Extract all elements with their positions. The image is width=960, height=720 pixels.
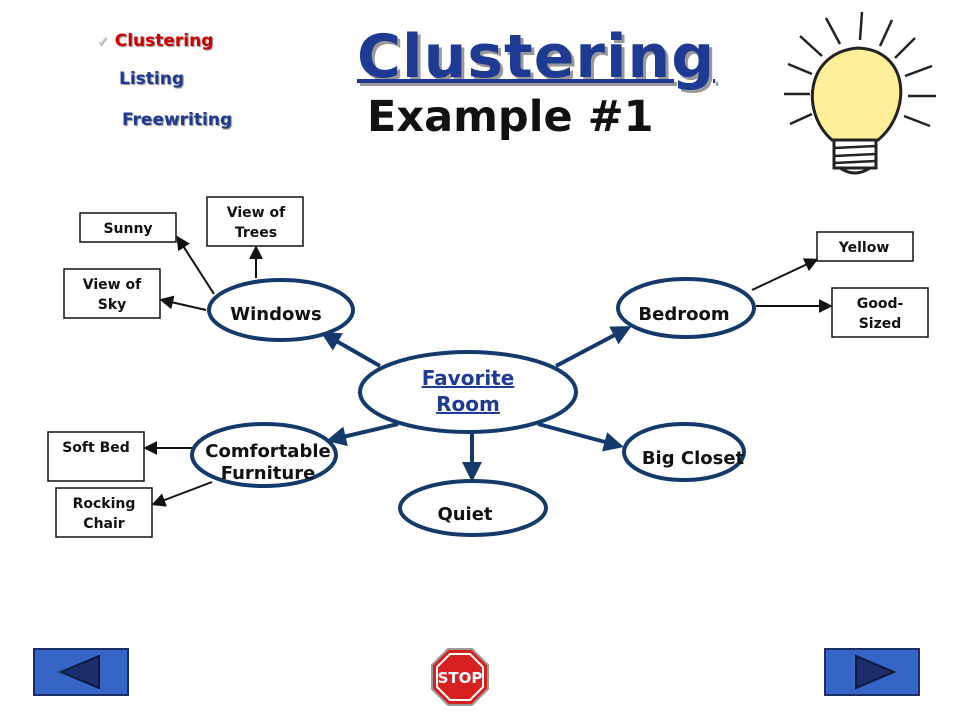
sunny-label: Sunny — [103, 221, 152, 237]
back-button[interactable] — [33, 648, 129, 696]
back-arrow-icon — [58, 654, 100, 690]
bedroom-ellipse — [616, 277, 756, 339]
furniture-label-line2: Furniture — [221, 463, 316, 484]
windows-label: Windows — [230, 304, 321, 325]
closet-ellipse — [622, 422, 746, 482]
connector-furniture — [326, 422, 399, 447]
connector-yellow — [751, 258, 819, 291]
nav-item-clustering[interactable]: ✓ Clustering — [97, 31, 213, 51]
stop-button[interactable]: STOP — [431, 648, 489, 710]
rocking-chair-line1: Rocking — [73, 496, 136, 512]
furniture-label-line1: Comfortable — [205, 441, 330, 462]
view-trees-line1: View of — [227, 205, 286, 221]
stop-label: STOP — [438, 669, 483, 687]
center-label-line2: Room — [436, 392, 500, 416]
forward-arrow-icon — [855, 654, 897, 690]
center-ellipse — [358, 350, 578, 434]
rocking-chair-line2: Chair — [83, 516, 124, 532]
soft-bed-label: Soft Bed — [62, 440, 130, 456]
nav-item-listing[interactable]: Listing — [119, 69, 185, 89]
view-sky-line1: View of — [83, 277, 142, 293]
view-trees-box — [206, 196, 304, 247]
yellow-box — [816, 231, 914, 262]
bedroom-label: Bedroom — [638, 304, 729, 325]
view-sky-box — [63, 268, 161, 319]
forward-button[interactable] — [824, 648, 920, 696]
yellow-label: Yellow — [838, 240, 890, 256]
connector-bedroom — [555, 326, 632, 368]
stop-sign-icon: STOP — [431, 648, 489, 706]
view-sky-line2: Sky — [98, 297, 127, 313]
closet-label: Big Closet — [642, 448, 745, 469]
connector-rocking-chair — [151, 481, 213, 507]
nav-item-freewriting[interactable]: Freewriting — [122, 110, 233, 130]
connector-windows — [320, 332, 381, 368]
sunny-box — [79, 212, 177, 243]
good-sized-line1: Good- — [857, 296, 904, 312]
connector-sunny — [176, 235, 215, 295]
checkmark-icon: ✓ — [97, 34, 109, 50]
connector-closet — [537, 422, 624, 452]
furniture-ellipse — [190, 422, 338, 488]
center-label-line1: Favorite — [422, 366, 515, 390]
page-subtitle: Example #1 — [367, 92, 654, 142]
soft-bed-box — [47, 431, 145, 482]
nav-item-clustering-label: Clustering — [114, 31, 214, 51]
connector-view-sky — [159, 295, 207, 311]
page-title: Clustering — [357, 22, 716, 92]
quiet-label: Quiet — [437, 504, 492, 525]
quiet-ellipse — [398, 479, 548, 537]
lightbulb-icon — [784, 11, 936, 175]
good-sized-line2: Sized — [859, 316, 902, 332]
good-sized-box — [831, 287, 929, 338]
view-trees-line2: Trees — [235, 225, 277, 241]
rocking-chair-box — [55, 487, 153, 538]
windows-ellipse — [207, 278, 355, 342]
